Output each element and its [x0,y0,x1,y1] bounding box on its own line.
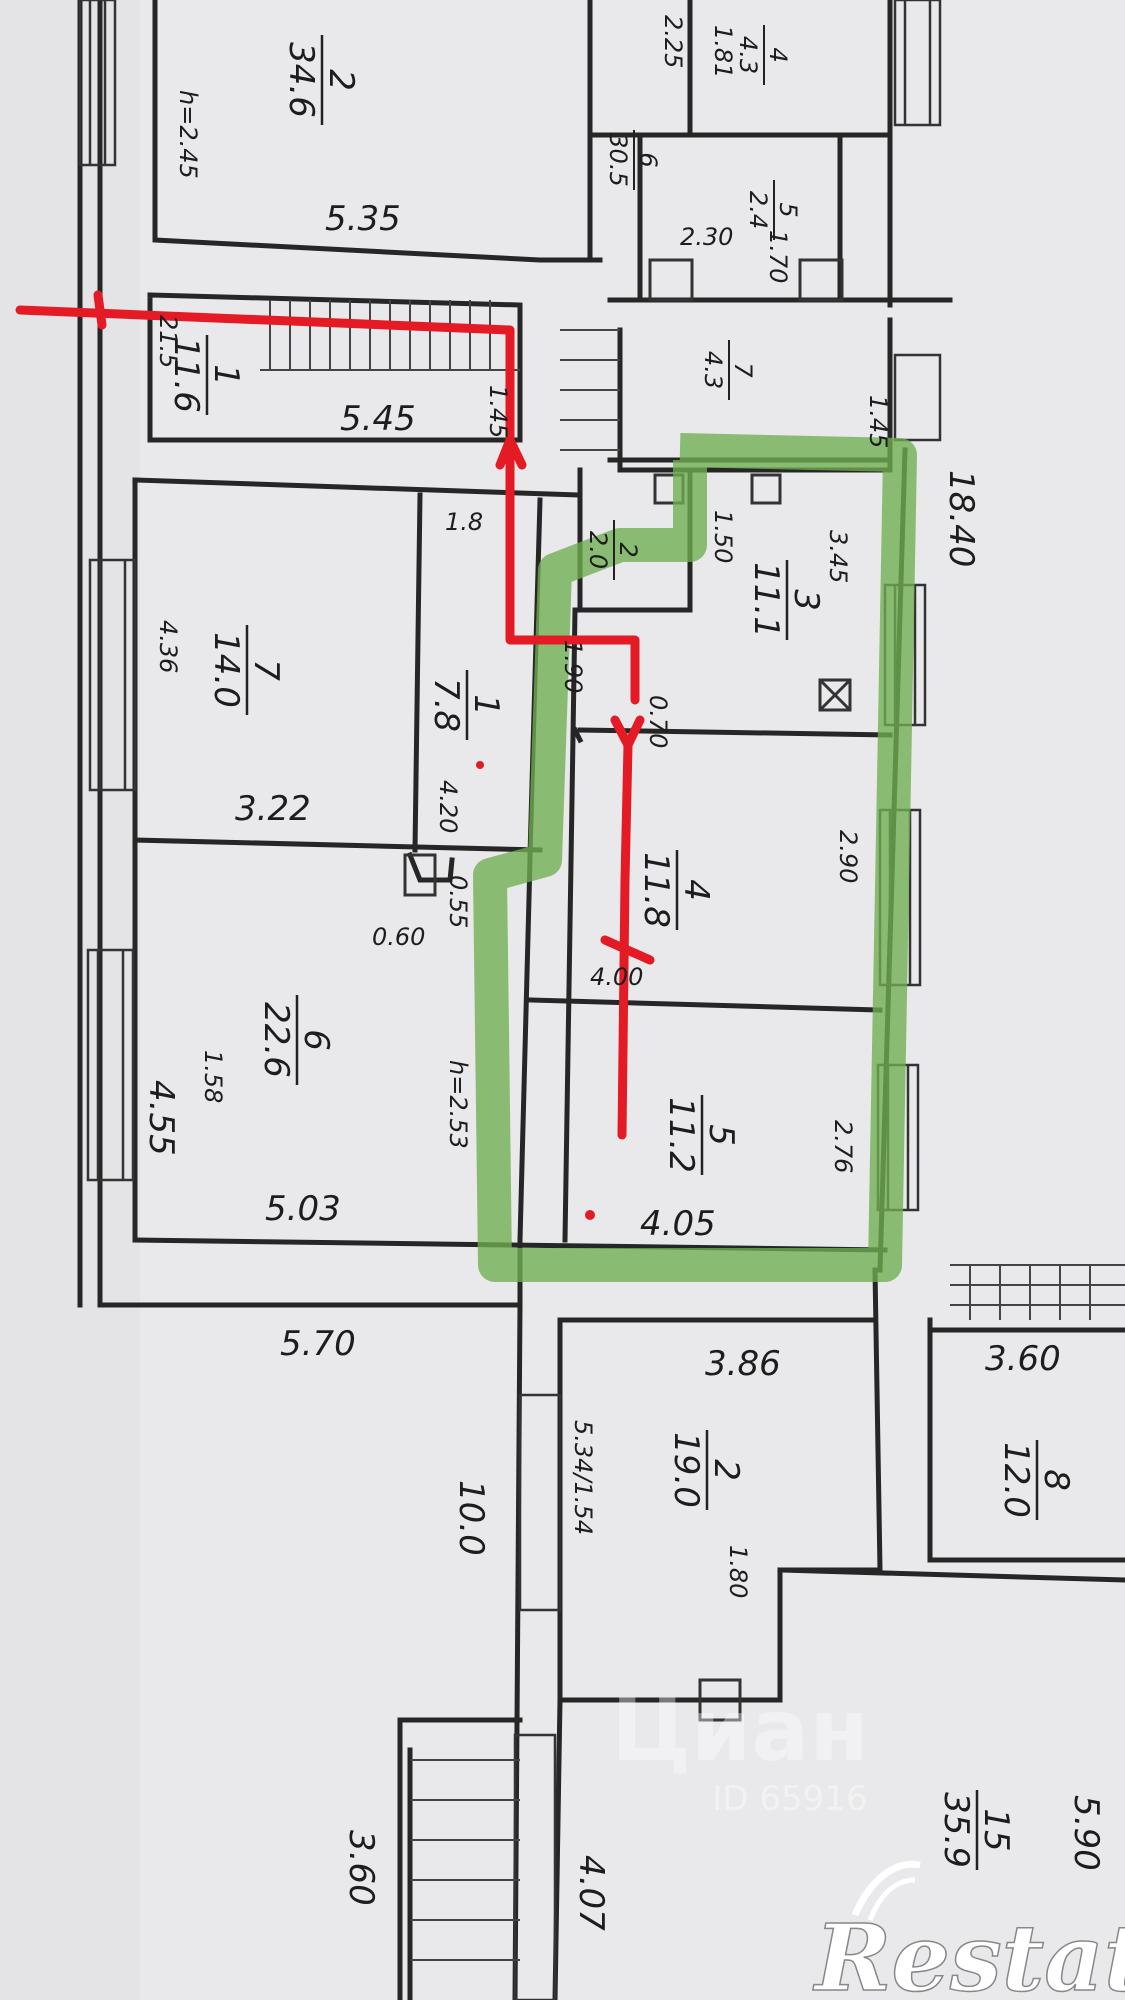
logo-swoosh-icon [851,1860,921,1917]
svg-text:14.0: 14.0 [206,632,246,708]
room-label: 15 35.9 [936,1790,1016,1870]
svg-text:2: 2 [614,542,642,557]
svg-text:2.90: 2.90 [834,830,862,883]
room-label: 7 4.3 [699,340,757,400]
svg-text:5: 5 [701,1124,741,1146]
room-label: 1 11.6 [166,335,246,415]
svg-text:2.4: 2.4 [744,191,772,229]
svg-text:4: 4 [764,47,792,62]
svg-text:1.70: 1.70 [764,230,792,283]
svg-text:12.0: 12.0 [996,1442,1036,1518]
svg-text:3.45: 3.45 [824,530,852,583]
svg-text:34.6: 34.6 [281,42,321,118]
svg-text:5.34/1.54: 5.34/1.54 [569,1420,597,1535]
evacuation-route [15,290,655,1220]
svg-text:7: 7 [246,659,286,681]
svg-text:0.55: 0.55 [444,875,472,928]
svg-text:3.86: 3.86 [705,1344,781,1384]
svg-text:2: 2 [321,69,361,91]
svg-text:3.22: 3.22 [235,789,311,829]
svg-text:1.80: 1.80 [724,1545,752,1598]
svg-text:0.60: 0.60 [372,923,425,951]
svg-text:5.70: 5.70 [280,1324,356,1364]
svg-text:4.55: 4.55 [141,1080,181,1156]
dimension-labels: h=2.45 5.35 2.25 1.81 2.30 1.70 1.45 21.… [141,15,1106,1931]
room-label: 8 12.0 [996,1440,1076,1520]
svg-text:7: 7 [729,362,757,378]
room-label: 2 2.0 [584,520,642,580]
svg-text:h=2.53: h=2.53 [444,1060,472,1149]
room-label: 4 4.3 [734,25,792,85]
room-label: 2 34.6 [281,35,361,125]
svg-text:35.9: 35.9 [936,1792,976,1868]
svg-text:10.0: 10.0 [451,1480,491,1556]
watermark: Циан ID 65916 [611,1681,869,1819]
svg-text:11.1: 11.1 [746,562,786,638]
svg-text:1.81: 1.81 [709,25,737,78]
svg-text:30.5: 30.5 [604,133,632,186]
svg-text:15: 15 [976,1808,1016,1851]
svg-text:4.07: 4.07 [571,1855,611,1931]
svg-text:1.45: 1.45 [864,395,892,448]
svg-text:3.60: 3.60 [341,1830,381,1906]
svg-text:19.0: 19.0 [666,1432,706,1508]
svg-text:2.25: 2.25 [659,15,687,68]
svg-text:2.0: 2.0 [584,531,612,569]
svg-text:4: 4 [676,879,716,901]
room-label: 3 11.1 [746,560,826,640]
apartment-boundary-highlight [473,433,917,1282]
svg-text:5.90: 5.90 [1066,1795,1106,1871]
svg-text:4.00: 4.00 [590,963,643,991]
svg-text:3: 3 [786,589,826,611]
svg-text:1.8: 1.8 [445,508,483,536]
svg-text:2.30: 2.30 [680,223,733,251]
svg-text:8: 8 [1036,1469,1076,1491]
svg-text:6: 6 [296,1029,336,1051]
restate-logo: Restate [811,1860,1125,2000]
svg-text:1.50: 1.50 [709,510,737,563]
svg-text:1.45: 1.45 [484,385,512,438]
svg-text:Restate: Restate [812,1904,1125,2000]
room-label: 5 11.2 [661,1095,741,1175]
svg-text:ID 65916: ID 65916 [712,1779,867,1819]
stairs [260,258,1125,1961]
room-label: 2 19.0 [666,1430,746,1510]
svg-text:21.5: 21.5 [154,315,182,368]
svg-text:2.76: 2.76 [829,1120,857,1173]
svg-text:3.60: 3.60 [985,1339,1061,1379]
svg-text:11.8: 11.8 [636,852,676,928]
svg-text:11.6: 11.6 [166,337,206,413]
svg-text:18.40: 18.40 [941,470,981,567]
svg-text:22.6: 22.6 [256,1002,296,1078]
svg-text:1.90: 1.90 [559,640,587,693]
svg-text:5.35: 5.35 [325,199,401,239]
svg-text:h=2.45: h=2.45 [174,90,202,179]
svg-text:2: 2 [706,1459,746,1481]
room-label: 7 14.0 [206,625,286,715]
room-label: 1 7.8 [426,670,506,740]
svg-text:4.3: 4.3 [699,351,727,389]
svg-text:7.8: 7.8 [426,678,466,732]
room-label: 6 30.5 [604,130,662,190]
svg-text:11.2: 11.2 [661,1097,701,1173]
svg-text:1: 1 [206,364,246,386]
svg-text:5.03: 5.03 [265,1189,341,1229]
svg-text:4.36: 4.36 [154,620,182,673]
svg-text:0.70: 0.70 [644,695,672,748]
svg-text:4.3: 4.3 [734,36,762,74]
svg-text:5.45: 5.45 [340,399,416,439]
room-label: 5 2.4 [744,180,802,240]
room-labels: 2 34.6 4 4.3 6 30.5 5 2.4 1 11.6 7 4.3 [166,25,1076,1870]
room-label: 4 11.8 [636,850,716,930]
svg-text:Циан: Циан [611,1681,869,1781]
svg-text:6: 6 [634,152,662,167]
svg-text:1: 1 [466,694,506,716]
room-label: 6 22.6 [256,995,336,1085]
svg-text:5: 5 [774,202,802,217]
svg-text:4.20: 4.20 [434,780,462,833]
svg-text:1.58: 1.58 [199,1050,227,1103]
svg-text:4.05: 4.05 [640,1204,716,1244]
